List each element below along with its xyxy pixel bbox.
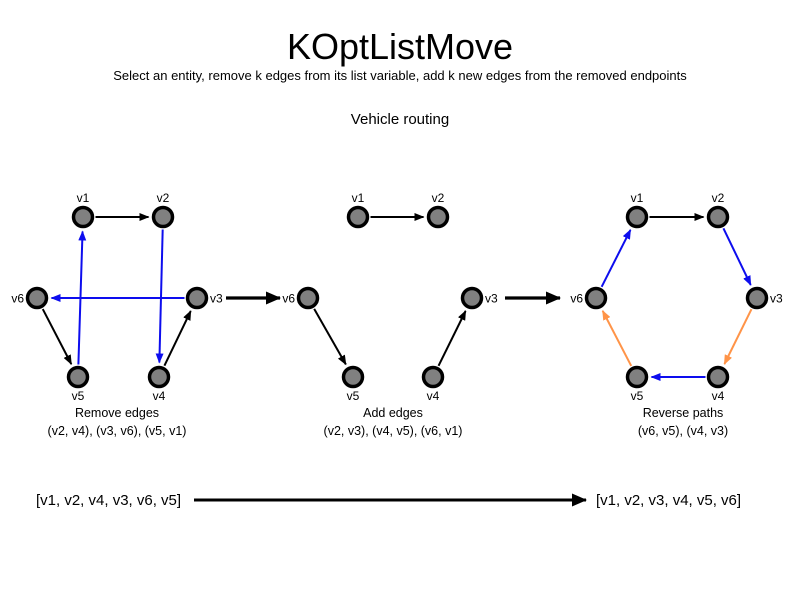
reverse-paths-node-v6: [584, 286, 608, 310]
reverse-paths-edge-v3-v4: [723, 308, 753, 365]
remove-edges-edge-v6-v5: [41, 308, 73, 366]
remove-edges-node-v5: [66, 365, 90, 389]
remove-edges-node-label-v5: v5: [72, 389, 85, 403]
caption-remove-edges: Remove edges (v2, v4), (v3, v6), (v5, v1…: [0, 405, 247, 440]
page-title: KOptListMove: [286, 26, 514, 67]
add-edges-edge-v4-v3: [437, 310, 467, 367]
reverse-paths-node-label-v6: v6: [570, 292, 583, 306]
reverse-paths-node-label-v5: v5: [631, 389, 644, 403]
caption-reverse-paths-detail: (v6, v5), (v4, v3): [637, 423, 729, 438]
remove-edges-node-label-v6: v6: [11, 292, 24, 306]
graph-add-edges: v1 v2 v6 v3 v5 v4: [282, 191, 498, 403]
remove-edges-node-label-v3: v3: [210, 292, 223, 306]
reverse-paths-edge-v5-v6: [601, 309, 633, 367]
remove-edges-node-label-v4: v4: [153, 389, 166, 403]
add-edges-node-v1: [346, 205, 370, 229]
add-edges-node-v4: [421, 365, 445, 389]
caption-reverse-paths: Reverse paths (v6, v5), (v4, v3): [553, 405, 800, 440]
reverse-paths-node-v4: [706, 365, 730, 389]
add-edges-node-label-v6: v6: [282, 292, 295, 306]
add-edges-node-label-v4: v4: [427, 389, 440, 403]
remove-edges-edge-v2-v4: [155, 229, 164, 364]
reverse-paths-edge-v2-v3: [722, 227, 752, 286]
graph-remove-edges: v1 v2 v6 v3 v5 v4: [11, 191, 223, 403]
reverse-paths-edge-v6-v1: [600, 229, 632, 288]
add-edges-edge-v6-v5: [313, 308, 347, 366]
caption-reverse-paths-title: Reverse paths: [642, 406, 724, 420]
remove-edges-node-v3: [185, 286, 209, 310]
reverse-paths-node-v5: [625, 365, 649, 389]
caption-add-edges: Add edges (v2, v3), (v4, v5), (v6, v1): [263, 405, 523, 440]
add-edges-node-v3: [460, 286, 484, 310]
add-edges-node-v6: [296, 286, 320, 310]
caption-add-edges-detail: (v2, v3), (v4, v5), (v6, v1): [323, 423, 463, 438]
remove-edges-node-v4: [147, 365, 171, 389]
add-edges-node-v5: [341, 365, 365, 389]
reverse-paths-node-v2: [706, 205, 730, 229]
caption-add-edges-title: Add edges: [363, 406, 423, 420]
add-edges-node-label-v3: v3: [485, 292, 498, 306]
graph-reverse-paths: v1 v2 v6 v3 v5 v4: [570, 191, 783, 403]
list-value-before: [v1, v2, v4, v3, v6, v5]: [36, 492, 182, 509]
add-edges-node-label-v5: v5: [347, 389, 360, 403]
reverse-paths-node-v3: [745, 286, 769, 310]
reverse-paths-node-label-v2: v2: [712, 191, 725, 205]
caption-remove-edges-title: Remove edges: [74, 406, 160, 420]
list-value-after: [v1, v2, v3, v4, v5, v6]: [596, 492, 742, 509]
reverse-paths-node-label-v1: v1: [631, 191, 644, 205]
remove-edges-node-v1: [71, 205, 95, 229]
add-edges-node-label-v1: v1: [352, 191, 365, 205]
remove-edges-edge-v5-v1: [77, 230, 87, 365]
reverse-paths-node-label-v4: v4: [712, 389, 725, 403]
remove-edges-node-v6: [25, 286, 49, 310]
remove-edges-node-label-v2: v2: [157, 191, 170, 205]
add-edges-node-v2: [426, 205, 450, 229]
add-edges-node-label-v2: v2: [432, 191, 445, 205]
remove-edges-edge-v4-v3: [163, 310, 192, 367]
page-subtitle: Select an entity, remove k edges from it…: [113, 68, 687, 83]
remove-edges-node-v2: [151, 205, 175, 229]
reverse-paths-node-v1: [625, 205, 649, 229]
section-label-vehicle-routing: Vehicle routing: [350, 111, 450, 128]
reverse-paths-node-label-v3: v3: [770, 292, 783, 306]
remove-edges-node-label-v1: v1: [77, 191, 90, 205]
caption-remove-edges-detail: (v2, v4), (v3, v6), (v5, v1): [47, 423, 187, 438]
